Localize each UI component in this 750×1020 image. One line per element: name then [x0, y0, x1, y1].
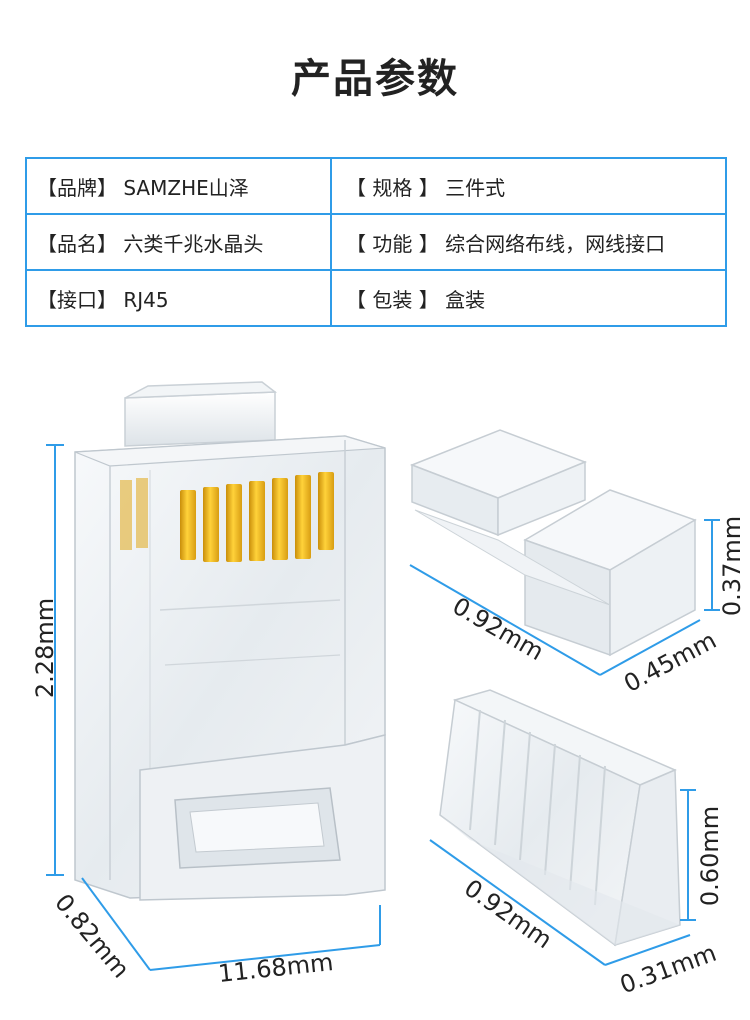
- insert-piece-bottom: [439, 689, 681, 947]
- spec-cell-function: 【 功能 】 综合网络布线，网线接口: [330, 213, 727, 271]
- dim-bottom-height: 0.60mm: [696, 805, 725, 907]
- spec-value: 盒装: [445, 287, 486, 312]
- spec-cell-name: 【品名】 六类千兆水晶头: [25, 213, 332, 271]
- spec-label: 【品名】: [37, 231, 117, 256]
- dimension-lines: [46, 444, 720, 971]
- spec-value: SAMZHE山泽: [123, 175, 249, 200]
- spec-table: 【品牌】 SAMZHE山泽 【 规格 】 三件式 【品名】 六类千兆水晶头 【 …: [25, 157, 727, 327]
- spec-label: 【 功能 】: [346, 231, 439, 256]
- spec-value: RJ45: [123, 287, 169, 312]
- spec-value: 三件式: [445, 175, 506, 200]
- spec-row: 【品牌】 SAMZHE山泽 【 规格 】 三件式: [25, 157, 727, 215]
- spec-cell-spec: 【 规格 】 三件式: [330, 157, 727, 215]
- page-title: 产品参数: [291, 56, 459, 102]
- spec-label: 【 规格 】: [346, 175, 439, 200]
- dim-top-height: 0.37mm: [718, 515, 747, 617]
- spec-row: 【接口】 RJ45 【 包装 】 盒装: [25, 269, 727, 327]
- spec-value: 六类千兆水晶头: [123, 231, 264, 256]
- spec-label: 【品牌】: [37, 175, 117, 200]
- insert-piece-top: [409, 429, 697, 657]
- gold-contacts: [120, 472, 334, 562]
- product-illustration: [46, 381, 720, 971]
- spec-cell-brand: 【品牌】 SAMZHE山泽: [25, 157, 332, 215]
- spec-cell-package: 【 包装 】 盒装: [330, 269, 727, 327]
- spec-row: 【品名】 六类千兆水晶头 【 功能 】 综合网络布线，网线接口: [25, 213, 727, 271]
- dim-main-height: 2.28mm: [31, 597, 60, 699]
- spec-label: 【接口】: [37, 287, 117, 312]
- spec-cell-interface: 【接口】 RJ45: [25, 269, 332, 327]
- spec-value: 综合网络布线，网线接口: [445, 231, 666, 256]
- spec-label: 【 包装 】: [346, 287, 439, 312]
- rj45-connector-main: [74, 381, 386, 901]
